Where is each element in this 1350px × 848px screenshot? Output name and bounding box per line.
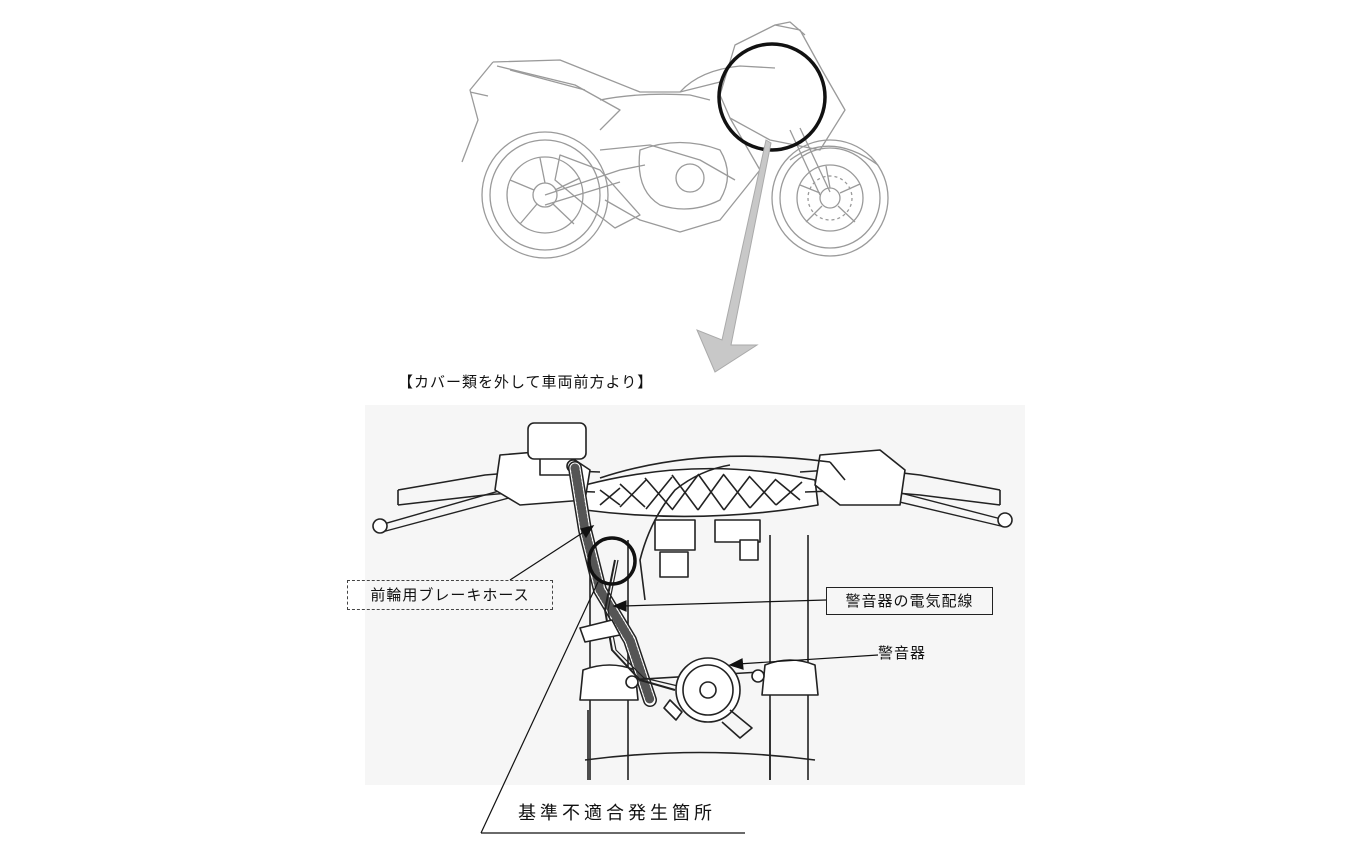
cable-top [599, 455, 831, 479]
cable-right [829, 461, 846, 481]
brake-hose-drawing [568, 461, 657, 707]
horn-wiring-label: 警音器の電気配線 [826, 587, 993, 615]
connectors [654, 519, 761, 578]
horn-drawing [625, 657, 765, 739]
rear-wheel [481, 131, 609, 259]
leader-lines [480, 525, 879, 834]
cable-loop [639, 464, 731, 601]
front-detail-view [365, 405, 1025, 785]
defect-location-label: 基準不適合発生箇所 [518, 803, 716, 824]
right-handlebar [799, 449, 1013, 528]
highlight-circle-overview [717, 42, 827, 152]
triple-clamp [584, 467, 819, 518]
view-heading: 【カバー類を外して車両前方より】 [398, 373, 654, 391]
horn-wiring-drawing [604, 559, 676, 691]
motorcycle-side-view [461, 21, 889, 259]
fork-tubes [579, 535, 819, 780]
brake-hose-label: 前輪用ブレーキホース [347, 580, 553, 610]
front-wheel [771, 139, 889, 257]
highlight-circle-defect [587, 536, 637, 586]
zoom-arrow [696, 139, 772, 373]
horn-label: 警音器 [878, 644, 927, 662]
